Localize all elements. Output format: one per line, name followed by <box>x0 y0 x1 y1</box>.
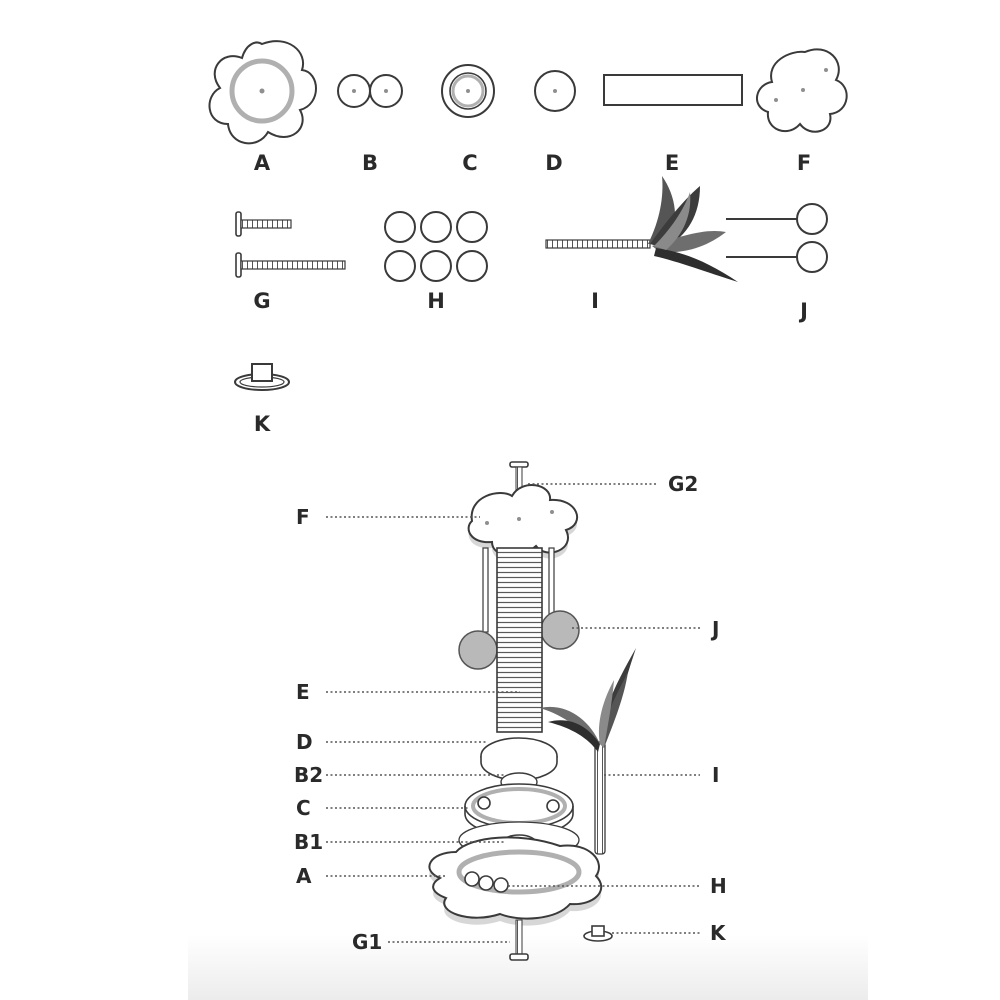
part-label-i: I <box>591 289 599 313</box>
part-k-foot-pad-icon <box>234 363 290 391</box>
assembly-label-d: D <box>296 730 313 754</box>
part-label-h: H <box>427 289 445 313</box>
part-a-flower-base-icon <box>208 40 317 145</box>
assembly-label-i: I <box>712 763 719 787</box>
part-label-a: A <box>254 151 271 175</box>
assembly-label-f: F <box>296 505 310 529</box>
part-e-scratching-post-icon <box>603 74 743 106</box>
part-c-ball-track-icon <box>441 64 495 118</box>
part-d-disc-icon <box>534 70 576 112</box>
assembly-label-k: K <box>710 921 727 945</box>
leader-lines <box>326 483 700 943</box>
assembly-label-b1: B1 <box>294 830 323 854</box>
assembly-label-e: E <box>296 680 310 704</box>
part-label-b: B <box>362 151 378 175</box>
assembly-g1-bottom-screw <box>509 919 529 961</box>
assembly-label-b2: B2 <box>294 763 323 787</box>
part-label-f: F <box>797 151 811 175</box>
assembly-e-scratching-post <box>496 547 543 733</box>
part-f-flower-top-icon <box>756 48 848 133</box>
part-label-k: K <box>254 412 271 436</box>
assembly-a-base-platform <box>428 836 603 926</box>
assembly-f-top-platform <box>467 483 578 562</box>
assembly-k-foot-pad <box>583 925 613 942</box>
assembly-label-h: H <box>710 874 727 898</box>
part-label-g: G <box>253 289 270 313</box>
assembly-h-balls <box>464 871 509 893</box>
assembly-label-c: C <box>296 796 311 820</box>
part-h-balls-icon <box>384 211 488 282</box>
assembly-label-g2: G2 <box>668 472 698 496</box>
assembly-c-ball-track <box>464 783 574 837</box>
assembly-label-g1: G1 <box>352 930 382 954</box>
part-label-j: J <box>798 299 808 323</box>
part-g-screws-icon <box>235 211 346 278</box>
part-b-spacer-discs-icon <box>337 74 403 108</box>
part-label-d: D <box>545 151 562 175</box>
part-i-feather-wand-icon <box>545 176 738 282</box>
part-label-e: E <box>665 151 679 175</box>
assembly-d-disc <box>480 737 558 781</box>
assembly-j-hanging-balls <box>458 547 580 670</box>
assembly-label-j: J <box>710 617 719 641</box>
floor-shadow <box>188 935 868 1000</box>
assembly-label-a: A <box>296 864 312 888</box>
part-j-hanging-balls-icon <box>726 203 828 273</box>
assembly-i-feather-wand <box>540 648 636 855</box>
part-label-c: C <box>462 151 477 175</box>
